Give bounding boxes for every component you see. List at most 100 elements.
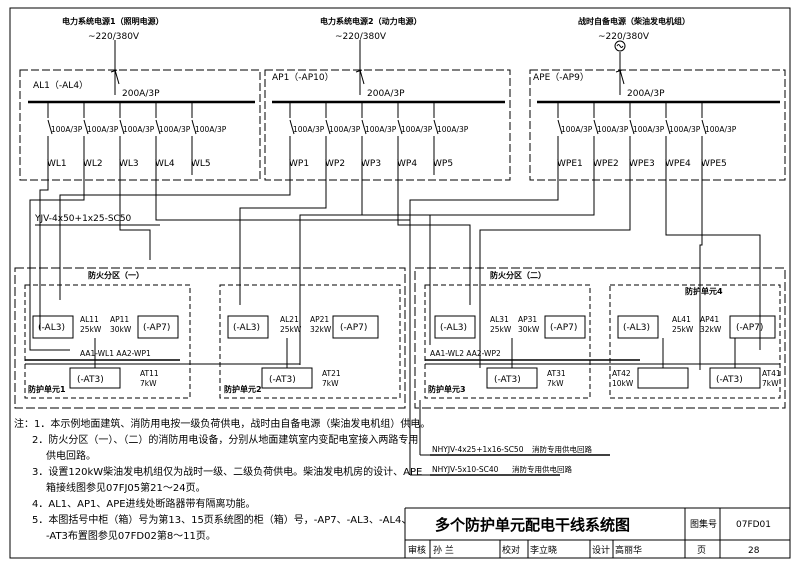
u3-ap-kw: 30kW xyxy=(518,325,540,334)
note-line-7: 5．本图括号中柜（箱）号为第13、15页系统图的柜（箱）号，-AP7、-AL3、… xyxy=(32,515,412,526)
z2-feeder-label: AA1-WL2 AA2-WP2 xyxy=(430,349,501,358)
atlas-number: 07FD01 xyxy=(736,520,771,530)
u1-ap: AP11 xyxy=(110,315,129,324)
al-breaker-3 xyxy=(119,119,125,135)
panel-al1-box xyxy=(19,69,261,181)
u3-al: AL31 xyxy=(490,315,509,324)
note-line-8: -AT3布置图参见07FD02第8～11页。 xyxy=(46,531,216,542)
u4-at: AT41 xyxy=(762,369,781,378)
zone1-title: 防火分区（一） xyxy=(88,270,144,280)
ape-branch-breaker-label-3: 100A/3P xyxy=(633,125,665,134)
ap-breaker-5 xyxy=(433,119,439,135)
note-line-4: 3．设置120kW柴油发电机组仅为战时一级、二级负荷供电。柴油发电机房的设计、A… xyxy=(32,467,423,478)
panel-ape-box xyxy=(529,69,786,181)
unit1-box xyxy=(24,284,191,399)
u4-at3-box: (-AT3) xyxy=(716,375,743,385)
ape-circuit-label-4: WPE4 xyxy=(665,159,691,169)
panel-ape-label: APE（-AP9） xyxy=(533,72,589,83)
u1-al-kw: 25kW xyxy=(80,325,102,334)
u2-at3-box: (-AT3) xyxy=(269,375,296,385)
ap-branch-breaker-label-2: 100A/3P xyxy=(329,125,361,134)
al-circuit-label-5: WL5 xyxy=(191,159,211,169)
u4-al: AL41 xyxy=(672,315,691,324)
ap-circuit-label-5: WP5 xyxy=(433,159,453,169)
ape-circuit-label-1: WPE1 xyxy=(557,159,583,169)
ap-branch-breaker-label-4: 100A/3P xyxy=(401,125,433,134)
unit3-label: 防护单元3 xyxy=(428,384,466,394)
ap-branch-breaker-label-3: 100A/3P xyxy=(365,125,397,134)
main-cable-label: YJV-4x50+1x25-SC50 xyxy=(34,214,132,224)
u1-ap-kw: 30kW xyxy=(110,325,132,334)
u2-at-kw: 7kW xyxy=(322,379,339,388)
u2-ap7-box: (-AP7) xyxy=(340,323,367,333)
u3-ap7-box: (-AP7) xyxy=(550,323,577,333)
source2-voltage: ~220/380V xyxy=(335,32,387,42)
ape-circuit-label-5: WPE5 xyxy=(701,159,727,169)
source1-title: 电力系统电源1（照明电源） xyxy=(62,16,164,26)
panel-ap1-box xyxy=(264,69,511,181)
ap-circuit-label-1: WP1 xyxy=(289,159,309,169)
ap-circuit-label-3: WP3 xyxy=(361,159,381,169)
al-breaker-1 xyxy=(47,119,53,135)
u1-at-kw: 7kW xyxy=(140,379,157,388)
z1-feeder-label: AA1-WL1 AA2-WP1 xyxy=(80,349,151,358)
u4-ap7-box: (-AP7) xyxy=(736,323,763,333)
panel-ap1-label: AP1（-AP10） xyxy=(272,72,334,83)
u4-ap: AP41 xyxy=(700,315,719,324)
u3-ap: AP31 xyxy=(518,315,537,324)
u3-at-kw: 7kW xyxy=(547,379,564,388)
note-line-1: 注：1．本示例地面建筑、消防用电按一级负荷供电，战时由自备电源（柴油发电机组）供… xyxy=(14,419,431,430)
source3-voltage: ~220/380V xyxy=(598,32,650,42)
al-circuit-label-2: WL2 xyxy=(83,159,103,169)
u2-at: AT21 xyxy=(322,369,341,378)
legend2-desc: 消防专用供电回路 xyxy=(512,464,572,474)
ap-breaker-1 xyxy=(289,119,295,135)
design-label: 设计 xyxy=(592,544,610,556)
source3-title: 战时自备电源（柴油发电机组） xyxy=(578,16,690,26)
al-branch-breaker-label-3: 100A/3P xyxy=(123,125,155,134)
checker-name: 李立晓 xyxy=(530,544,557,556)
u1-al: AL11 xyxy=(80,315,99,324)
legend1-desc: 消防专用供电回路 xyxy=(532,444,592,454)
unit4-box xyxy=(609,284,781,399)
u2-ap-kw: 32kW xyxy=(310,325,332,334)
u1-at: AT11 xyxy=(140,369,159,378)
al-breaker-2 xyxy=(83,119,89,135)
u3-at: AT31 xyxy=(547,369,566,378)
unit4-label: 防护单元4 xyxy=(685,286,723,296)
u2-al-kw: 25kW xyxy=(280,325,302,334)
al-circuit-label-4: WL4 xyxy=(155,159,175,169)
review-label: 审核 xyxy=(408,544,426,556)
ape-circuit-label-3: WPE3 xyxy=(629,159,655,169)
ape-branch-breaker-label-5: 100A/3P xyxy=(705,125,737,134)
ap-circuit-label-4: WP4 xyxy=(397,159,417,169)
ape-branch-breaker-label-2: 100A/3P xyxy=(597,125,629,134)
ape-branch-breaker-label-1: 100A/3P xyxy=(561,125,593,134)
ape-breaker-2 xyxy=(593,119,599,135)
u1-ap7-box: (-AP7) xyxy=(143,323,170,333)
al-branch-breaker-label-4: 100A/3P xyxy=(159,125,191,134)
u2-al3-box: (-AL3) xyxy=(233,323,260,333)
al-branch-breaker-label-2: 100A/3P xyxy=(87,125,119,134)
page-label: 页 xyxy=(697,545,706,556)
zone2-box xyxy=(414,267,786,409)
u4-at-kw: 7kW xyxy=(762,379,779,388)
ape-breaker-1 xyxy=(557,119,563,135)
ap-breaker-2 xyxy=(325,119,331,135)
ap-branch-breaker-label-1: 100A/3P xyxy=(293,125,325,134)
panel-al1-label: AL1（-AL4） xyxy=(33,80,88,91)
al-branch-breaker-label-1: 100A/3P xyxy=(51,125,83,134)
u3-al-kw: 25kW xyxy=(490,325,512,334)
unit1-label: 防护单元1 xyxy=(28,384,66,394)
check-label: 校对 xyxy=(502,544,520,556)
u1-al3-box: (-AL3) xyxy=(38,323,65,333)
designer-name: 高丽华 xyxy=(615,544,642,556)
unit2-label: 防护单元2 xyxy=(224,384,262,394)
at42: AT42 xyxy=(612,369,631,378)
page-number: 28 xyxy=(748,546,760,556)
at42-kw: 10kW xyxy=(612,379,634,388)
ape-breaker-5 xyxy=(701,119,707,135)
legend2-cable: NHYJV-5x10-SC40 xyxy=(432,465,499,474)
ape-circuit-label-2: WPE2 xyxy=(593,159,619,169)
